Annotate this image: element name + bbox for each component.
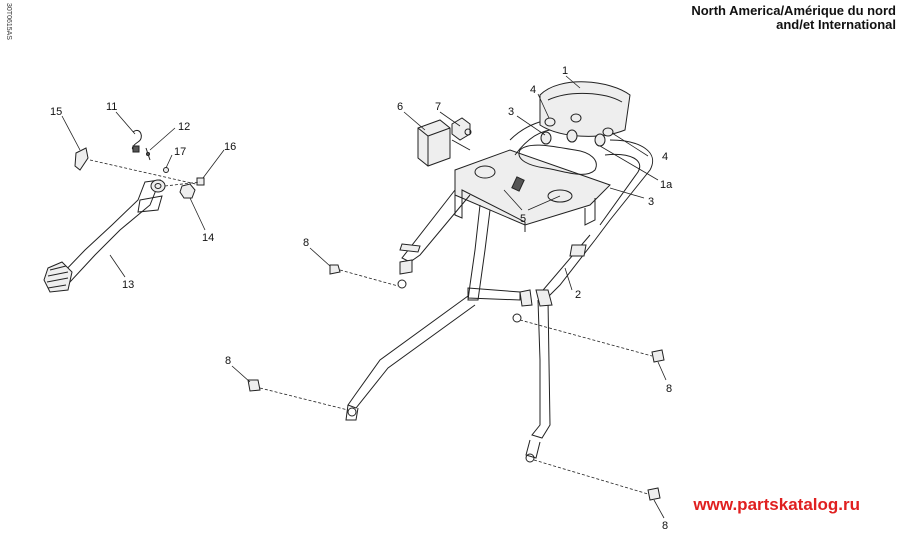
callout-3-right: 3 bbox=[648, 196, 654, 208]
region-title-line1: North America/Amérique du nord bbox=[691, 3, 896, 18]
part-3-bolt-a bbox=[540, 131, 552, 145]
fasteners-8 bbox=[247, 264, 665, 501]
part-2-main-frame bbox=[345, 119, 653, 463]
leader-lines bbox=[61, 75, 667, 519]
part-4-grommet-b bbox=[602, 127, 614, 137]
callout-1a: 1a bbox=[660, 179, 673, 191]
callout-2: 2 bbox=[575, 289, 581, 301]
part-14-nut bbox=[179, 183, 196, 199]
callout-6: 6 bbox=[397, 101, 403, 113]
lower-right-tube bbox=[531, 299, 551, 439]
cross-tube bbox=[467, 287, 521, 301]
part-3-bolt-b bbox=[594, 133, 606, 147]
callout-8-c: 8 bbox=[666, 383, 672, 395]
spring-coil bbox=[132, 145, 140, 153]
callout-8-a: 8 bbox=[303, 237, 309, 249]
bolt-8-b bbox=[247, 379, 261, 392]
callout-14: 14 bbox=[202, 232, 214, 244]
callout-8-b: 8 bbox=[225, 355, 231, 367]
bolt-8-a bbox=[329, 264, 341, 275]
callout-16: 16 bbox=[224, 141, 236, 153]
callout-12: 12 bbox=[178, 121, 190, 133]
part-1-gauge bbox=[539, 81, 631, 147]
lower-left-tube bbox=[347, 295, 476, 409]
callout-1: 1 bbox=[562, 65, 568, 77]
gasket bbox=[518, 144, 597, 175]
callout-numbers: 15 11 12 17 16 14 13 6 7 1 4 3 4 1a 3 5 … bbox=[50, 65, 673, 532]
callout-11: 11 bbox=[106, 101, 117, 113]
pedal-bracket bbox=[137, 195, 163, 213]
callout-4-right: 4 bbox=[662, 151, 668, 163]
part-17-clip bbox=[163, 167, 169, 173]
part-13-pedal-arm bbox=[59, 179, 161, 283]
brake-pedal-assembly bbox=[43, 129, 205, 293]
pedal-pivot bbox=[150, 179, 166, 193]
callout-3-left: 3 bbox=[508, 106, 514, 118]
watermark: www.partskatalog.ru bbox=[693, 495, 860, 514]
callout-7: 7 bbox=[435, 101, 441, 113]
callout-4-left: 4 bbox=[530, 84, 536, 96]
callout-5: 5 bbox=[520, 213, 526, 225]
part-6-module bbox=[417, 119, 451, 167]
part-16-bushing bbox=[196, 177, 205, 186]
callout-8-d: 8 bbox=[662, 520, 668, 532]
callout-15: 15 bbox=[50, 106, 62, 118]
callout-17: 17 bbox=[174, 146, 186, 158]
part-15-clip bbox=[74, 147, 89, 171]
callout-13: 13 bbox=[122, 279, 134, 291]
region-title-line2: and/et International bbox=[776, 17, 896, 32]
bolt-8-c bbox=[651, 349, 665, 363]
part-4-grommet-a bbox=[544, 117, 556, 127]
bolt-8-d bbox=[647, 487, 661, 501]
part-5-plate bbox=[454, 149, 611, 226]
